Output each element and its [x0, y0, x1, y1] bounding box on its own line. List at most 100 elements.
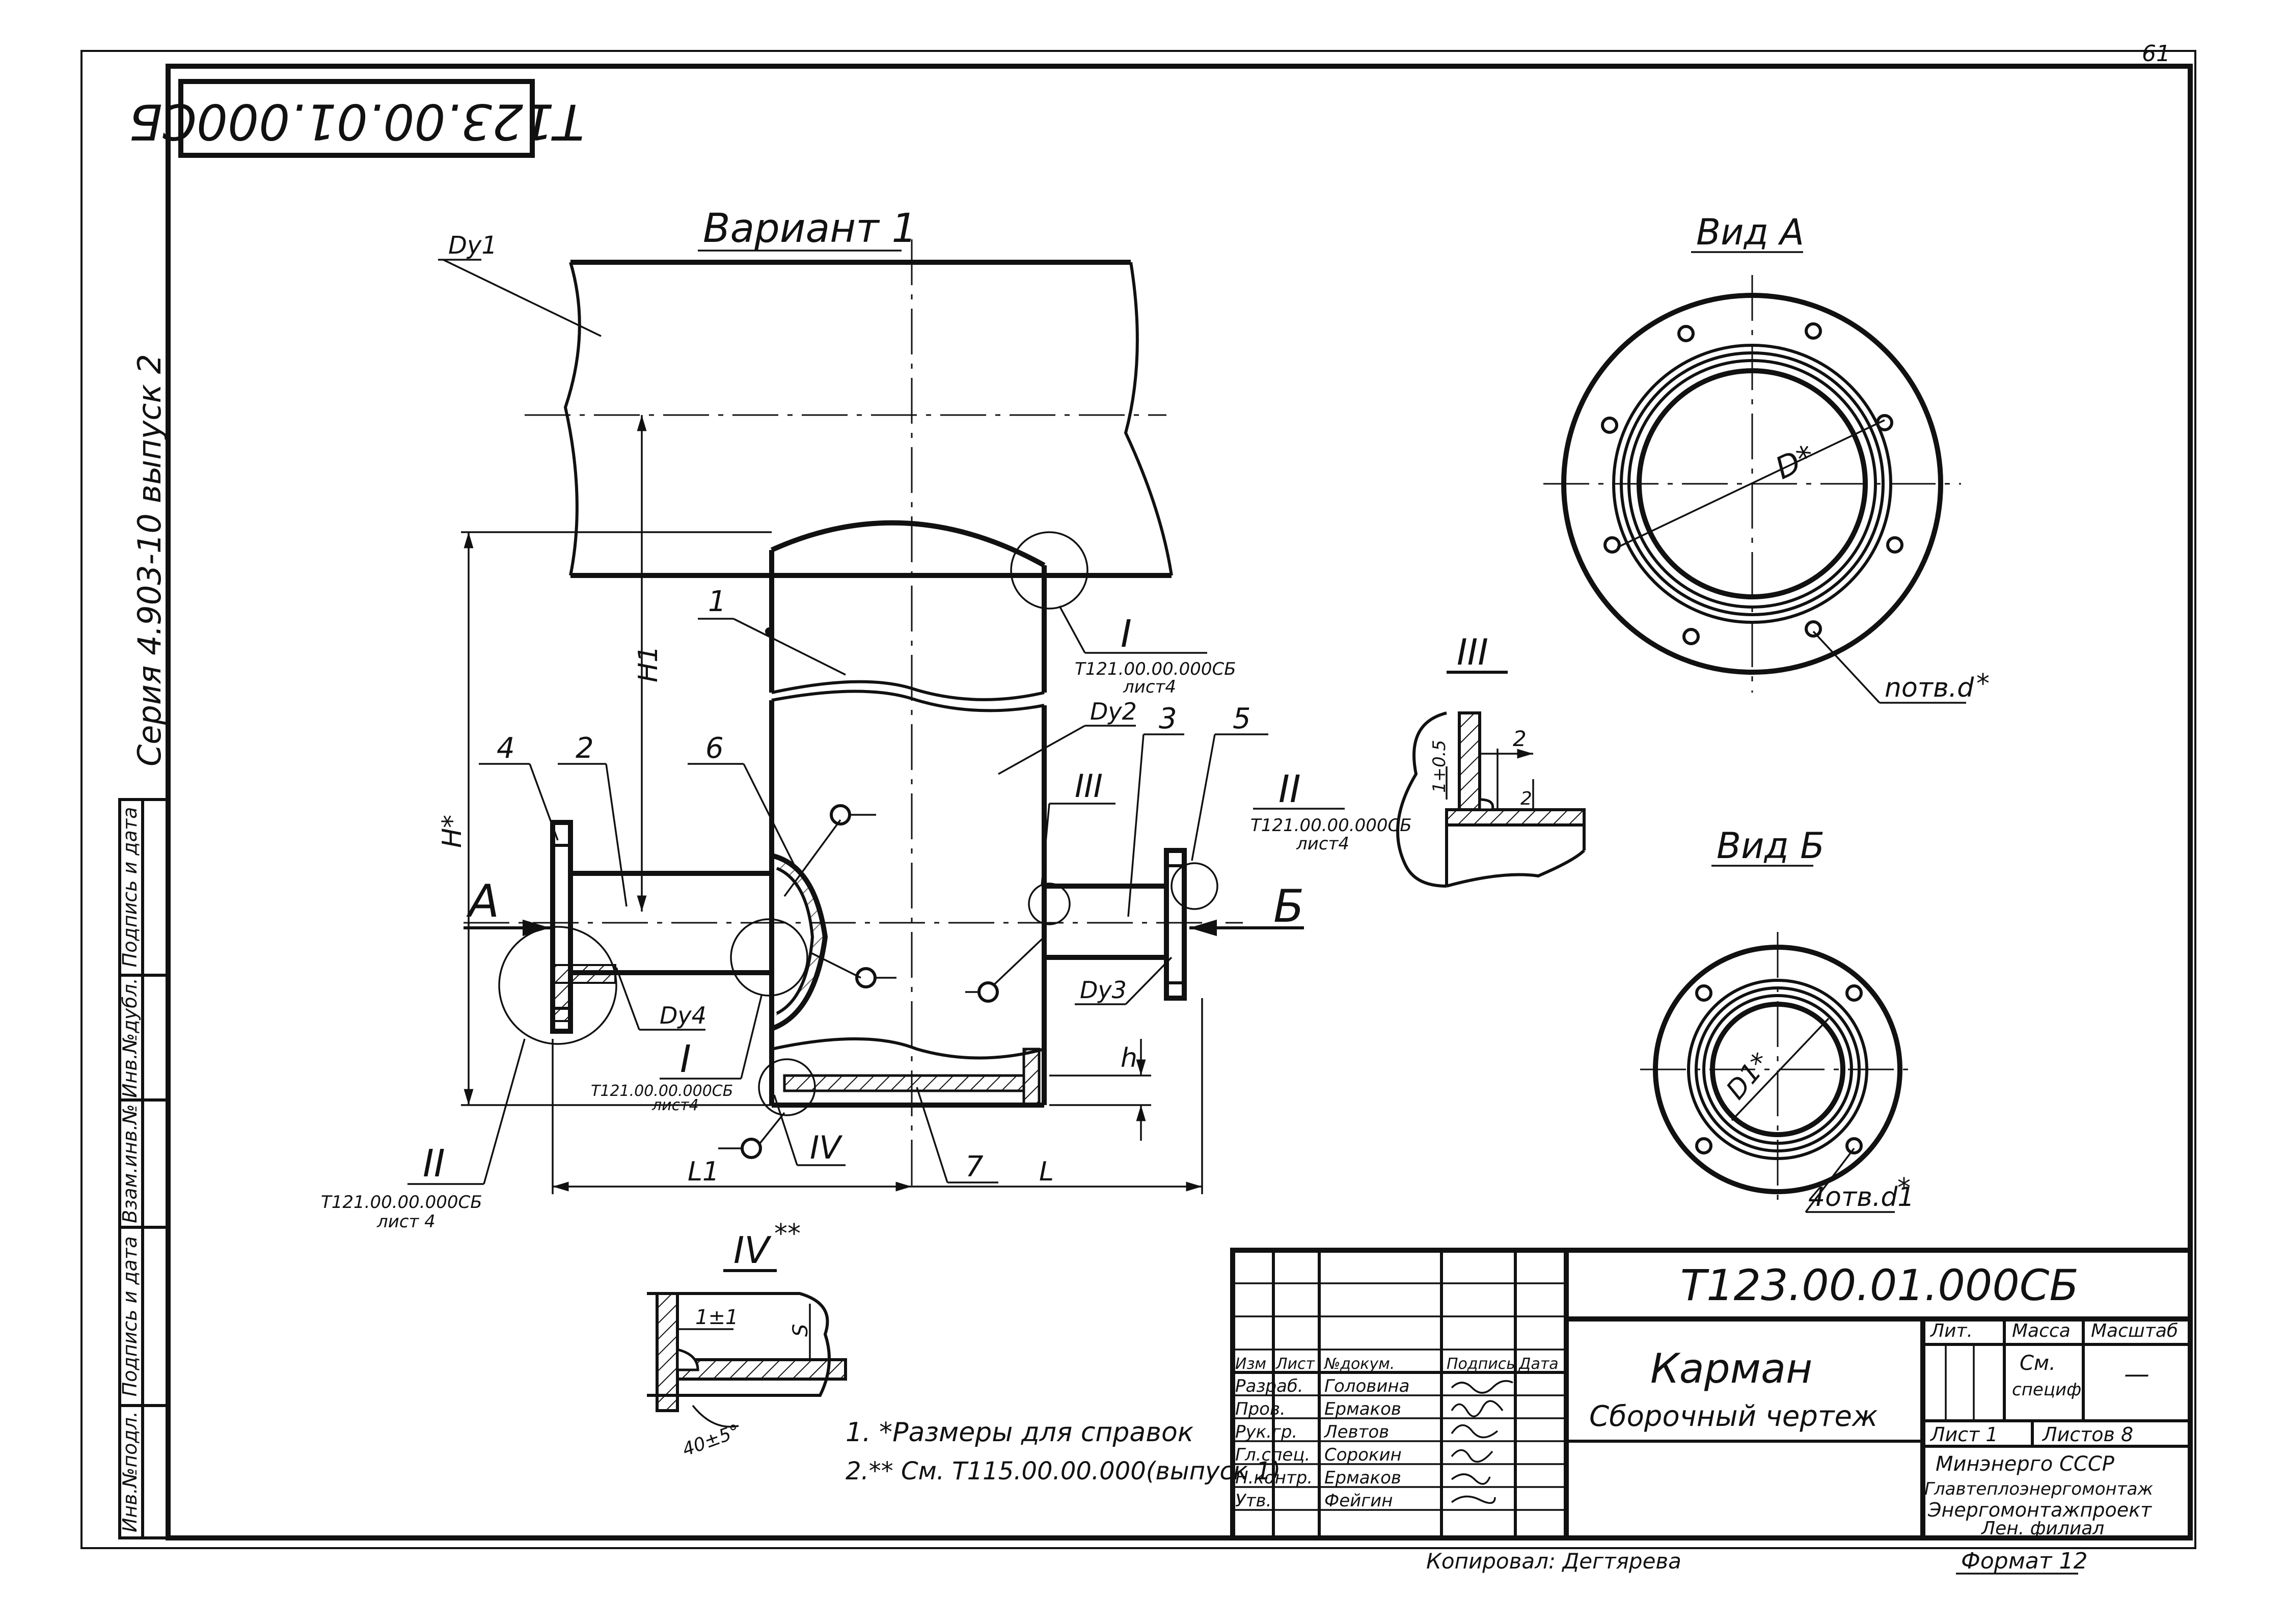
- stamp-cell-2: Подпись и дата: [119, 1236, 141, 1397]
- tb-sheets: Листов 8: [2042, 1423, 2133, 1446]
- tb-role-2: Пров.: [1235, 1399, 1286, 1419]
- tb-role-3: Рук.гр.: [1235, 1422, 1297, 1442]
- tb-role-6: Утв.: [1235, 1491, 1271, 1511]
- tb-lit-label: Лит.: [1929, 1320, 1973, 1341]
- svg-text:*: *: [1976, 669, 1990, 699]
- note-1: 1. *Размеры для справок: [846, 1417, 1194, 1448]
- arrow-label-a: А: [466, 875, 499, 927]
- detail-iv-title: IV: [733, 1229, 772, 1272]
- detail-iii: III 1+0.5 2 2: [1396, 631, 1586, 888]
- bolt-holes-b: [1695, 984, 1863, 1154]
- detail-iv-dim-angle: 40±5°: [679, 1421, 743, 1461]
- tb-name-4: Сорокин: [1324, 1445, 1402, 1465]
- svg-text:*: *: [1897, 1173, 1911, 1203]
- view-a-holes: nотв.d: [1885, 673, 1974, 703]
- tb-h-podp: Подпись: [1447, 1355, 1515, 1373]
- tb-scale-value: —: [2124, 1359, 2149, 1389]
- tb-org-1: Минэнерго СССР: [1936, 1452, 2115, 1476]
- dimensions: H1 H* h L1 L: [437, 415, 1203, 1194]
- pocket-body: [769, 239, 1047, 1192]
- svg-text:лист4: лист4: [1296, 834, 1349, 854]
- tb-h-data: Дата: [1518, 1355, 1559, 1373]
- svg-text:III: III: [1075, 767, 1103, 805]
- view-arrows: А Б: [464, 875, 1304, 937]
- label-h: h: [1121, 1043, 1137, 1074]
- detail-iii-dim-angle: 1+0.5: [1429, 740, 1450, 793]
- main-view-title: Вариант 1: [703, 206, 917, 252]
- tb-name-2: Ермаков: [1324, 1399, 1401, 1419]
- pos-2: 2: [576, 732, 594, 765]
- title-block: Изм Лист №докум. Подпись Дата Разраб. Го…: [1230, 1248, 2193, 1540]
- tb-role-1: Разраб.: [1235, 1376, 1303, 1396]
- pos-5: 5: [1233, 702, 1251, 735]
- detail-iv-marks: **: [774, 1219, 801, 1249]
- tb-mass-value-1: См.: [2020, 1352, 2056, 1375]
- callout-3: III: [1041, 767, 1115, 887]
- rotated-designation-box: Т123.00.01.000СБ: [129, 79, 584, 158]
- tb-name-5: Ермаков: [1324, 1468, 1401, 1488]
- main-view: Вариант 1 Dу1: [321, 206, 1412, 1232]
- detail-iv-dim-gap: 1±1: [695, 1306, 738, 1329]
- copied-by: Копировал: Дегтярева: [1426, 1549, 1681, 1574]
- svg-text:лист4: лист4: [1123, 677, 1176, 697]
- view-b: Вид Б D1* 4отв.d1 *: [1640, 825, 1915, 1213]
- bolt-holes-a: [1601, 322, 1903, 645]
- tb-sheet: Лист 1: [1929, 1423, 1998, 1446]
- detail-iv-dim-s: S: [789, 1324, 812, 1337]
- svg-text:лист 4: лист 4: [376, 1212, 436, 1232]
- pos-3: 3: [1159, 702, 1177, 735]
- label-h-star: H*: [437, 815, 468, 848]
- tb-role-4: Гл.спец.: [1235, 1445, 1310, 1465]
- tb-mass-label: Масса: [2012, 1320, 2071, 1341]
- svg-text:лист4: лист4: [651, 1096, 699, 1114]
- pos-4: 4: [497, 732, 515, 765]
- format-label: Формат 12: [1961, 1548, 2088, 1574]
- callout-5: IV: [773, 1094, 846, 1166]
- detail-iii-dim-small: 2: [1520, 788, 1532, 809]
- stamp-cell-3: Взам.инв.№: [119, 1104, 141, 1223]
- tb-mass-value-2: специф.: [2012, 1380, 2087, 1400]
- tb-designation: Т123.00.01.000СБ: [1680, 1260, 2079, 1310]
- stamp-cell-1: Инв.№подл.: [119, 1411, 141, 1532]
- branch-pipe: [464, 820, 1243, 1034]
- view-a-diameter: D*: [1770, 438, 1820, 487]
- svg-text:Т121.00.00.000СБ: Т121.00.00.000СБ: [1075, 659, 1236, 679]
- detail-iii-dim-gap: 2: [1513, 726, 1527, 751]
- callout-2: II Т121.00.00.000СБ лист4: [1250, 767, 1412, 854]
- svg-text:II: II: [423, 1142, 445, 1186]
- svg-text:I: I: [680, 1037, 691, 1081]
- header-pipe: Dу1: [438, 231, 1173, 578]
- note-2: 2.** См. Т115.00.00.000(выпуск 1): [846, 1457, 1281, 1485]
- svg-text:II: II: [1278, 767, 1301, 811]
- tb-name-1: Головина: [1324, 1376, 1409, 1396]
- view-b-diameter: D1*: [1721, 1047, 1777, 1106]
- tb-name: Карман: [1650, 1345, 1812, 1392]
- callout-4: I Т121.00.00.000СБ лист4: [591, 995, 763, 1114]
- tb-org-3: Энергомонтажпроект: [1927, 1499, 2153, 1521]
- tb-scale-label: Масштаб: [2091, 1320, 2178, 1341]
- position-leaders: 1 2 3 4 5 6 7: [479, 585, 1268, 1183]
- tb-org-2: Главтеплоэнергомонтаж: [1924, 1479, 2153, 1499]
- view-a-title: Вид А: [1696, 211, 1804, 253]
- pos-6: 6: [705, 732, 724, 765]
- label-l: L: [1039, 1157, 1054, 1187]
- tb-h-list: Лист: [1275, 1355, 1316, 1373]
- pos-7: 7: [965, 1150, 984, 1183]
- view-b-title: Вид Б: [1717, 825, 1825, 867]
- balloon-marks: [718, 804, 1045, 1159]
- signatures: [1451, 1380, 1513, 1504]
- tb-doc-type: Сборочный чертеж: [1589, 1400, 1877, 1433]
- notes: 1. *Размеры для справок 2.** См. Т115.00…: [846, 1417, 1281, 1485]
- label-dy4: Dу4: [660, 1002, 706, 1029]
- tb-h-ndoc: №докум.: [1323, 1355, 1395, 1373]
- stamp-cell-5: Подпись и дата: [119, 807, 141, 968]
- stamp-cell-4: Инв.№дубл.: [119, 978, 141, 1098]
- svg-text:I: I: [1121, 612, 1132, 656]
- rotated-designation: Т123.00.01.000СБ: [129, 93, 584, 150]
- callout-6: II Т121.00.00.000СБ лист 4: [321, 1038, 526, 1232]
- label-dy1: Dу1: [448, 231, 497, 260]
- svg-text:Т121.00.00.000СБ: Т121.00.00.000СБ: [591, 1082, 733, 1100]
- tb-role-5: Н.контр.: [1235, 1468, 1313, 1488]
- detail-iv: IV ** 1±1 S 40±5°: [647, 1219, 847, 1461]
